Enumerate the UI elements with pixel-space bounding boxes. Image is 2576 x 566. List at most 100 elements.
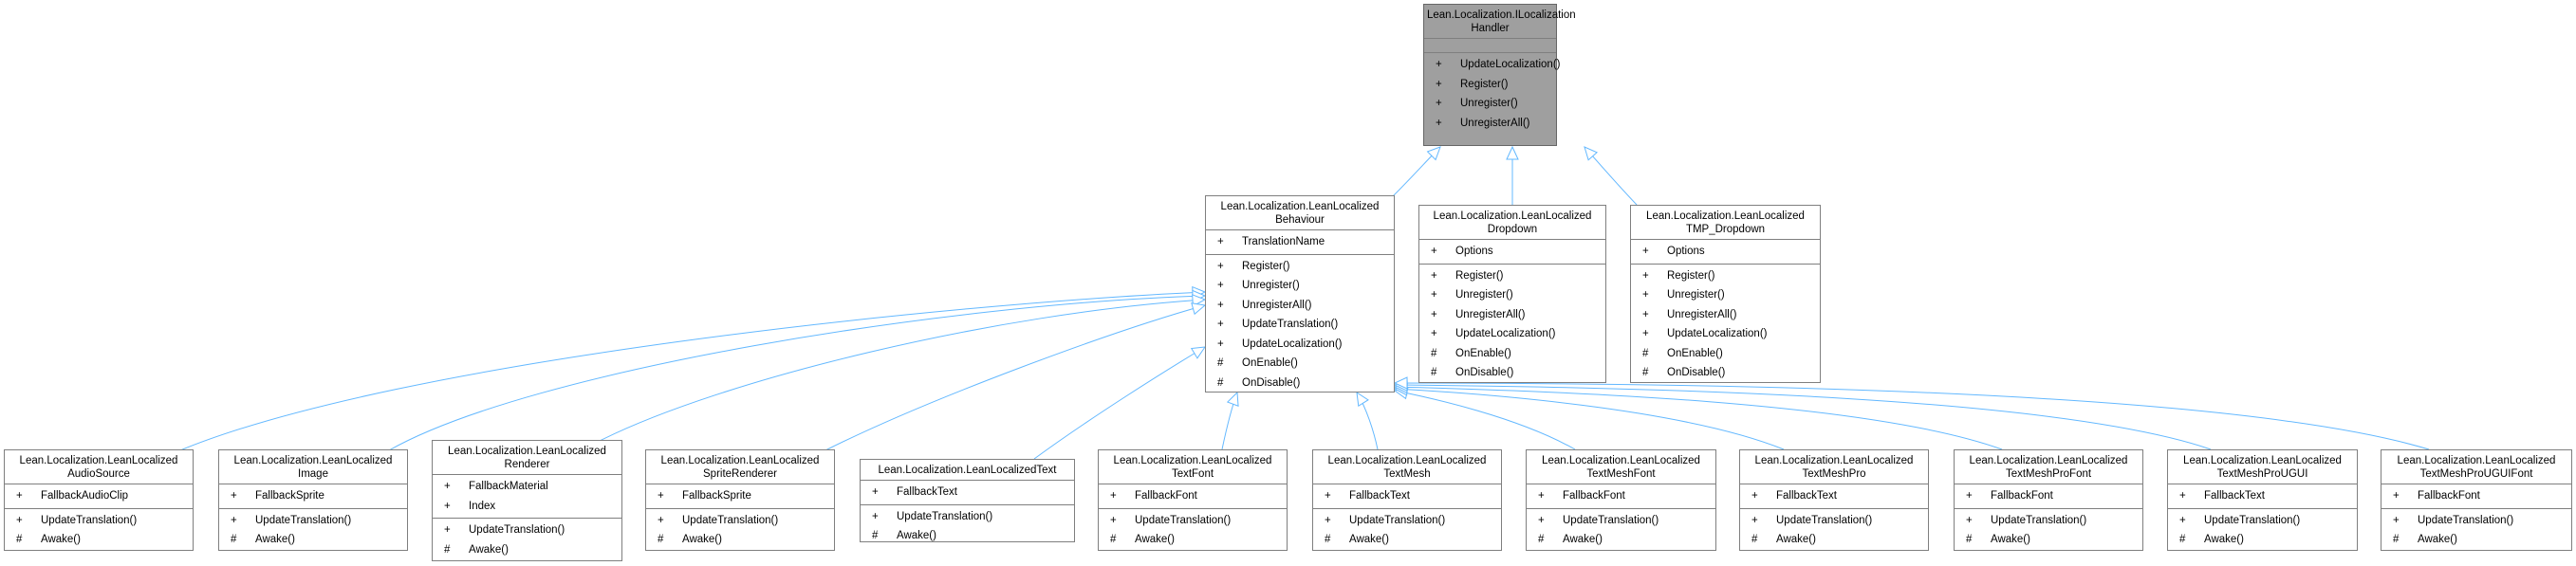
operation-item[interactable]: +UnregisterAll() [1424, 114, 1556, 134]
attribute-item[interactable]: +TranslationName [1206, 232, 1394, 252]
operation-item[interactable]: +UpdateLocalization() [1424, 55, 1560, 75]
operation-item[interactable]: +Register() [1419, 266, 1605, 286]
operation-item[interactable]: #Awake() [1099, 530, 1287, 550]
operation-item[interactable]: +Register() [1206, 257, 1394, 277]
operation-item[interactable]: #Awake() [5, 530, 193, 550]
operation-item[interactable]: #OnEnable() [1631, 344, 1820, 364]
operation-item[interactable]: +Unregister() [1206, 276, 1394, 296]
operation-item[interactable]: #OnDisable() [1206, 374, 1394, 393]
operation-item[interactable]: +UpdateTranslation() [1740, 511, 1928, 531]
visibility-marker: + [658, 490, 664, 502]
attribute-item[interactable]: +FallbackMaterial [433, 477, 621, 497]
operation-item[interactable]: #OnDisable() [1419, 363, 1605, 383]
operation-item[interactable]: +UpdateTranslation() [5, 511, 193, 531]
attribute-item[interactable]: +FallbackText [2168, 486, 2357, 506]
visibility-marker: + [1966, 514, 1973, 526]
operation-item[interactable]: +UpdateLocalization() [1206, 335, 1394, 355]
member-name: Unregister() [1667, 289, 1725, 301]
visibility-marker: # [1325, 534, 1331, 545]
visibility-marker: + [1431, 328, 1437, 339]
operation-item[interactable]: #Awake() [433, 540, 621, 560]
operation-item[interactable]: +UpdateTranslation() [2381, 511, 2571, 531]
operation-item[interactable]: #Awake() [2168, 530, 2357, 550]
attribute-item[interactable]: +FallbackFont [1955, 486, 2142, 506]
operation-item[interactable]: +UpdateTranslation() [861, 507, 1074, 527]
attribute-item[interactable]: +FallbackFont [1099, 486, 1287, 506]
operation-item[interactable]: +UpdateLocalization() [1419, 324, 1605, 344]
operation-item[interactable]: #OnEnable() [1419, 344, 1605, 364]
attribute-item[interactable]: +FallbackAudioClip [5, 486, 193, 506]
operation-item[interactable]: +UpdateLocalization() [1631, 324, 1820, 344]
operation-item[interactable]: +UpdateTranslation() [433, 520, 621, 540]
visibility-marker: # [16, 534, 23, 545]
operation-item[interactable]: #Awake() [1740, 530, 1928, 550]
operation-item[interactable]: +UpdateTranslation() [219, 511, 407, 531]
attribute-item[interactable]: +Options [1419, 242, 1605, 262]
operation-item[interactable]: +UpdateTranslation() [1955, 511, 2142, 531]
operation-item[interactable]: #Awake() [861, 526, 1074, 546]
attribute-item[interactable]: +FallbackFont [2381, 486, 2571, 506]
visibility-marker: + [1436, 78, 1442, 90]
class-leanlocalized-text[interactable]: Lean.Localization.LeanLocalizedText+Fall… [860, 459, 1075, 542]
operation-item[interactable]: +UpdateTranslation() [1099, 511, 1287, 531]
operation-item[interactable]: +Unregister() [1419, 285, 1605, 305]
member-name: OnEnable() [1667, 347, 1723, 359]
visibility-marker: + [444, 524, 451, 536]
attribute-item[interactable]: +Index [433, 497, 621, 517]
operation-item[interactable]: +Unregister() [1631, 285, 1820, 305]
visibility-marker: # [2393, 534, 2400, 545]
attribute-item[interactable]: +FallbackSprite [646, 486, 834, 506]
operation-item[interactable]: #Awake() [1527, 530, 1715, 550]
operation-item[interactable]: +UnregisterAll() [1631, 305, 1820, 325]
operation-item[interactable]: +UpdateTranslation() [1206, 315, 1394, 335]
operation-item[interactable]: +UpdateTranslation() [2168, 511, 2357, 531]
class-title-line: Lean.Localization.LeanLocalized [233, 455, 393, 466]
operation-item[interactable]: #OnDisable() [1631, 363, 1820, 383]
class-title-line: Image [298, 468, 328, 480]
attributes-section: +FallbackText [2168, 484, 2357, 509]
member-name: Awake() [1349, 534, 1389, 545]
attribute-item[interactable]: +FallbackSprite [219, 486, 407, 506]
operation-item[interactable]: +Unregister() [1424, 94, 1556, 114]
attribute-item[interactable]: +FallbackText [1313, 486, 1501, 506]
operations-section: +UpdateTranslation()#Awake() [219, 509, 407, 552]
operation-item[interactable]: +Register() [1424, 75, 1556, 95]
operation-item[interactable]: # Awake() [1313, 530, 1501, 550]
operation-item[interactable]: +UpdateTranslation() [646, 511, 834, 531]
operation-item[interactable]: #OnEnable() [1206, 354, 1394, 374]
attribute-item[interactable]: +FallbackFont [1527, 486, 1715, 506]
attribute-item[interactable]: +Options [1631, 242, 1820, 262]
attributes-section: +FallbackText [1313, 484, 1501, 509]
operation-item[interactable]: #Awake() [2381, 530, 2571, 550]
member-name: Register() [1455, 269, 1504, 282]
attribute-item[interactable]: +FallbackText [1740, 486, 1928, 506]
operation-item[interactable]: +Register() [1631, 266, 1820, 286]
member-name: UpdateTranslation() [682, 514, 779, 526]
attribute-item[interactable]: +FallbackText [861, 483, 1074, 502]
operation-item[interactable]: +UpdateTranslation() [1313, 511, 1501, 531]
operation-item[interactable]: #Awake() [646, 530, 834, 550]
operations-section: +UpdateTranslation()#Awake() [1527, 509, 1715, 552]
operation-item[interactable]: +UpdateTranslation() [1527, 511, 1715, 531]
operation-item[interactable]: #Awake() [1955, 530, 2142, 550]
operation-item[interactable]: #Awake() [219, 530, 407, 550]
operation-item[interactable]: +UnregisterAll() [1206, 296, 1394, 316]
operation-item[interactable]: +UnregisterAll() [1419, 305, 1605, 325]
